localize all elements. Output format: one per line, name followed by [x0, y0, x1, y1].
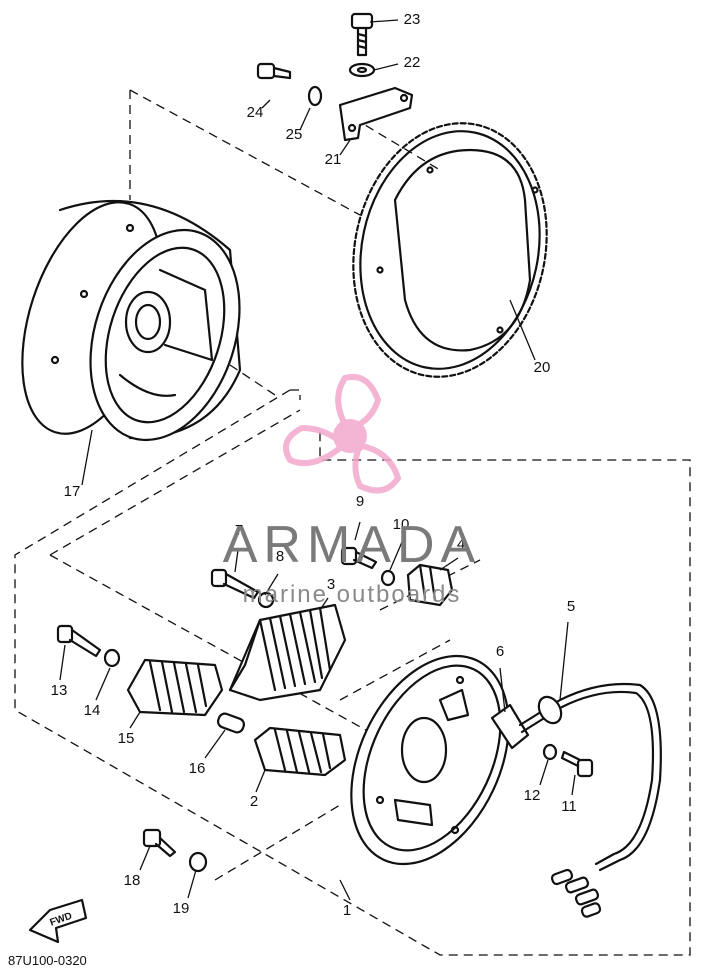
watermark-brand: ARMADA	[223, 516, 481, 574]
bolt-part-7	[210, 568, 260, 600]
bracket-part-21	[338, 86, 414, 142]
callout-19: 19	[173, 900, 190, 917]
callout-22: 22	[404, 54, 421, 71]
callout-14: 14	[84, 702, 101, 719]
washer-part-19	[188, 851, 208, 873]
propeller-logo-icon	[283, 374, 402, 494]
callout-25: 25	[286, 126, 303, 143]
callout-23: 23	[404, 11, 421, 28]
spacer-part-16	[216, 712, 246, 734]
callout-5: 5	[567, 598, 575, 615]
callout-17: 17	[64, 483, 81, 500]
washer-part-12	[542, 743, 558, 761]
leader-lines	[59, 19, 576, 901]
watermark-tagline: marine outboards	[243, 581, 462, 608]
lighting-coil-part-15	[126, 658, 224, 717]
charge-coil-part-3	[228, 603, 347, 702]
callout-9: 9	[356, 493, 364, 510]
callout-24: 24	[247, 104, 264, 121]
callout-8: 8	[276, 548, 284, 565]
washer-part-22	[348, 62, 376, 78]
callout-11: 11	[561, 798, 577, 815]
callout-6: 6	[496, 643, 504, 660]
callout-15: 15	[118, 730, 135, 747]
callout-1: 1	[343, 902, 351, 919]
callout-21: 21	[325, 151, 342, 168]
callout-12: 12	[524, 787, 541, 804]
flywheel-part-17	[21, 199, 242, 442]
clamp-part-6	[490, 703, 530, 750]
drawing-code: 87U100-0320	[8, 953, 87, 968]
bolt-part-13	[56, 624, 102, 658]
callout-7: 7	[235, 522, 243, 539]
callout-10: 10	[393, 516, 410, 533]
washer-part-25	[307, 85, 323, 107]
bolt-part-11	[560, 750, 594, 778]
callout-20: 20	[534, 359, 551, 376]
pulser-coil-part-2	[253, 726, 347, 777]
stator-base-part-1	[350, 654, 510, 866]
bolt-part-18	[142, 828, 177, 858]
callout-labels: 1234567891011121314151617181920212223242…	[51, 11, 577, 919]
callout-3: 3	[327, 576, 335, 593]
wire-harness-part-5	[518, 682, 662, 918]
callout-2: 2	[250, 793, 258, 810]
pulser-part-4	[406, 563, 454, 607]
callout-13: 13	[51, 682, 68, 699]
bolt-part-9	[340, 546, 378, 570]
washer-part-14	[103, 648, 121, 668]
forward-arrow-icon: FWD	[28, 898, 88, 944]
bolt-part-23	[350, 12, 374, 57]
screw-part-24	[256, 62, 292, 80]
callout-4: 4	[457, 536, 465, 553]
washer-part-10	[380, 569, 396, 587]
callout-18: 18	[124, 872, 141, 889]
ring-gear-part-20	[352, 122, 548, 378]
callout-16: 16	[189, 760, 206, 777]
